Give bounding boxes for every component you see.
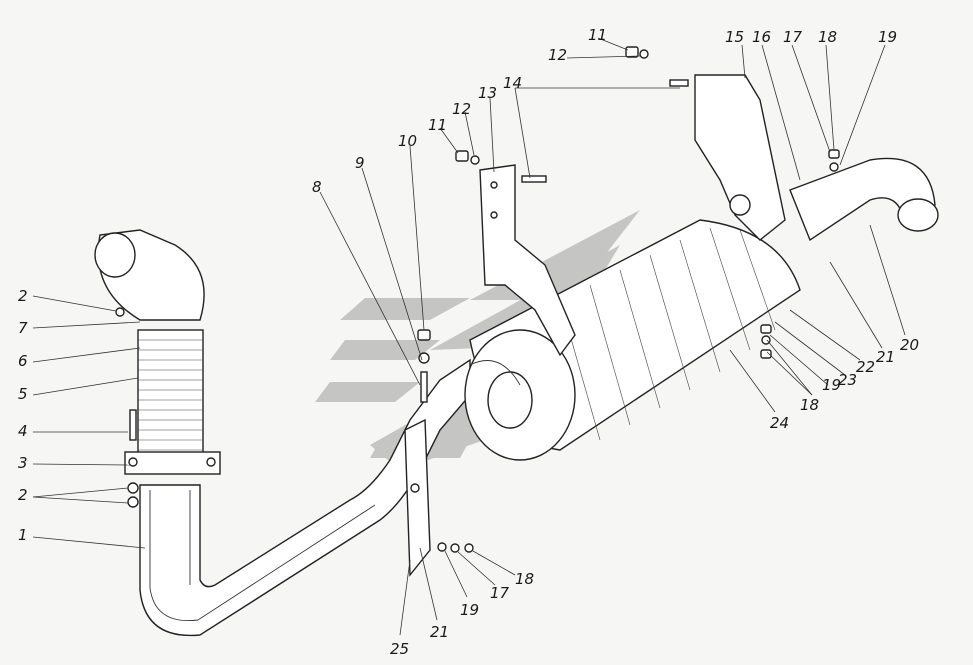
callout-19c: 19 bbox=[822, 376, 841, 394]
callout-18a: 18 bbox=[818, 28, 837, 46]
fasteners bbox=[115, 46, 840, 553]
callout-20: 20 bbox=[900, 336, 919, 354]
bracket-15 bbox=[694, 74, 786, 241]
callout-25: 25 bbox=[390, 640, 409, 658]
callout-19b: 19 bbox=[460, 601, 479, 619]
callout-labels: 1 2 2 3 4 5 6 7 8 9 10 11 11 12 12 13 14… bbox=[18, 26, 919, 658]
callout-21b: 21 bbox=[430, 623, 449, 641]
callout-21a: 21 bbox=[876, 348, 895, 366]
callout-23: 23 bbox=[838, 371, 857, 389]
callout-19a: 19 bbox=[878, 28, 897, 46]
callout-14: 14 bbox=[503, 74, 522, 92]
callout-18b: 18 bbox=[515, 570, 534, 588]
callout-2a: 2 bbox=[18, 486, 28, 504]
callout-18c: 18 bbox=[800, 396, 819, 414]
callout-4: 4 bbox=[18, 422, 28, 440]
callout-16: 16 bbox=[752, 28, 771, 46]
callout-8: 8 bbox=[312, 178, 322, 196]
callout-12b: 12 bbox=[548, 46, 567, 64]
callout-3: 3 bbox=[18, 454, 28, 472]
callout-9: 9 bbox=[355, 154, 365, 172]
leader-lines bbox=[32, 37, 906, 636]
callout-17b: 17 bbox=[490, 584, 510, 602]
muffler-clamp bbox=[469, 360, 521, 386]
callout-17a: 17 bbox=[783, 28, 803, 46]
callout-6: 6 bbox=[18, 352, 28, 370]
callout-11a: 11 bbox=[428, 116, 447, 134]
callout-11b: 11 bbox=[588, 26, 607, 44]
callout-22: 22 bbox=[856, 358, 875, 376]
callout-13: 13 bbox=[478, 84, 497, 102]
callout-1: 1 bbox=[18, 526, 28, 544]
tail-pipe bbox=[789, 157, 939, 242]
callout-12a: 12 bbox=[452, 100, 471, 118]
bracket-25 bbox=[404, 418, 431, 577]
callout-7: 7 bbox=[18, 319, 28, 337]
callout-5: 5 bbox=[18, 385, 28, 403]
flex-pipe bbox=[94, 229, 221, 475]
callout-10: 10 bbox=[398, 132, 417, 150]
callout-15: 15 bbox=[725, 28, 744, 46]
callout-2b: 2 bbox=[18, 287, 28, 305]
bracket-13 bbox=[479, 164, 576, 357]
muffler bbox=[464, 219, 801, 461]
callout-24: 24 bbox=[770, 414, 789, 432]
